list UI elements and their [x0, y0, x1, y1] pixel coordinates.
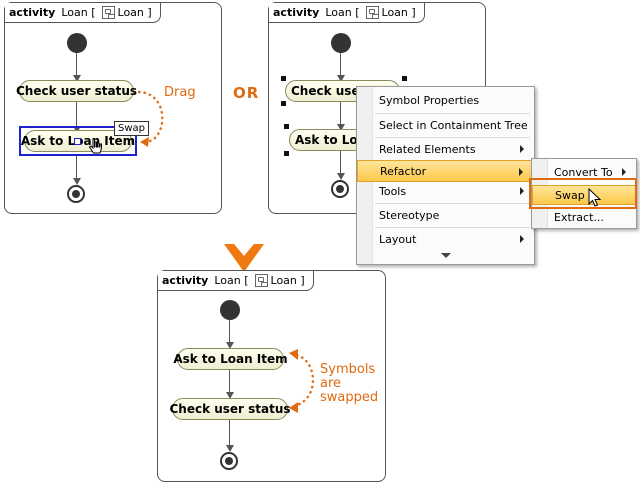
submenu-arrow-icon: [520, 235, 524, 243]
frame-keyword: activity: [162, 274, 209, 287]
flow-arrowhead: [337, 75, 345, 82]
context-menu: Symbol Properties Select in Containment …: [356, 86, 535, 265]
menu-separator: [375, 137, 530, 138]
activity-frame-before: activity Loan [ Loan ]: [4, 2, 222, 214]
action-check-user-status[interactable]: Check user status: [169, 398, 291, 420]
final-node[interactable]: [331, 180, 349, 198]
menu-item-extract[interactable]: Extract...: [532, 206, 636, 228]
initial-node[interactable]: [331, 33, 351, 53]
hand-cursor-icon: [88, 138, 104, 156]
menu-item-tools[interactable]: Tools: [357, 180, 534, 202]
action-label: Check user: [291, 84, 366, 98]
selection-handle[interactable]: [281, 101, 286, 106]
frame-diagram-name: Loan ]: [117, 6, 152, 19]
menu-separator: [375, 113, 530, 114]
swap-focus-highlight: [529, 178, 637, 209]
selection-box: [19, 126, 137, 156]
flow-line: [76, 102, 77, 128]
menu-item-label: Symbol Properties: [379, 93, 480, 107]
menu-item-label: Select in Containment Tree: [379, 118, 528, 132]
activity-diagram-icon: [101, 6, 115, 19]
submenu-arrow-icon: [520, 187, 524, 195]
menu-item-layout[interactable]: Layout: [357, 228, 534, 250]
flow-line: [76, 53, 77, 77]
menu-item-label: Extract...: [554, 210, 604, 224]
flow-line: [340, 53, 341, 77]
note-line: are: [320, 376, 342, 391]
menu-item-label: Swap: [555, 188, 585, 202]
flow-line: [229, 370, 230, 394]
menu-item-label: Refactor: [380, 164, 427, 178]
note-line: swapped: [320, 390, 379, 405]
flow-arrowhead: [73, 126, 81, 133]
selection-handle[interactable]: [284, 124, 289, 129]
menu-item-label: Tools: [379, 184, 407, 198]
flow-arrowhead: [337, 173, 345, 180]
frame-name: Loan [: [61, 6, 96, 19]
flow-line: [229, 420, 230, 447]
menu-item-stereotype[interactable]: Stereotype: [357, 204, 534, 226]
menu-item-label: Convert To: [554, 165, 613, 179]
flow-line: [76, 156, 77, 180]
menu-separator: [375, 203, 530, 204]
flow-arrowhead: [73, 75, 81, 82]
big-down-arrow-icon: [224, 244, 264, 272]
frame-name: Loan [: [325, 6, 360, 19]
flow-arrowhead: [226, 445, 234, 452]
initial-node[interactable]: [220, 300, 240, 320]
menu-item-refactor[interactable]: Refactor: [357, 160, 534, 182]
refactor-submenu: Convert To Swap Extract...: [531, 158, 637, 229]
or-label: OR: [233, 84, 260, 102]
menu-item-related-elements[interactable]: Related Elements: [357, 138, 534, 160]
activity-diagram-icon: [365, 6, 379, 19]
flow-arrowhead: [73, 178, 81, 185]
note-line: Symbols: [320, 362, 376, 377]
selection-handle[interactable]: [281, 76, 286, 81]
menu-scroll-down-icon[interactable]: [440, 253, 451, 258]
activity-frame-after: activity Loan [ Loan ]: [157, 270, 386, 482]
frame-name: Loan [: [214, 274, 249, 287]
flow-line: [229, 320, 230, 344]
action-check-user-status[interactable]: Check user status: [16, 80, 137, 102]
selection-handle[interactable]: [402, 76, 407, 81]
menu-separator: [375, 227, 530, 228]
action-ask-to-loan-item[interactable]: Ask to Loan Item: [173, 348, 288, 370]
selection-handle[interactable]: [284, 151, 289, 156]
menu-item-label: Related Elements: [379, 142, 476, 156]
final-node[interactable]: [220, 452, 238, 470]
flow-line: [340, 102, 341, 126]
menu-item-label: Layout: [379, 232, 417, 246]
submenu-arrow-icon: [622, 168, 626, 176]
flow-arrowhead: [226, 342, 234, 349]
symbols-swapped-note: Symbols are swapped: [320, 363, 378, 405]
action-label: Ask to Loa: [295, 133, 366, 147]
final-node[interactable]: [67, 185, 85, 203]
flow-arrowhead: [337, 124, 345, 131]
frame-header: activity Loan [ Loan ]: [158, 271, 314, 291]
drag-handle-icon[interactable]: [74, 138, 81, 145]
menu-item-symbol-properties[interactable]: Symbol Properties: [357, 89, 534, 111]
submenu-arrow-icon: [519, 168, 523, 176]
frame-header: activity Loan [ Loan ]: [269, 3, 425, 23]
menu-item-label: Stereotype: [379, 208, 440, 222]
swap-tooltip: Swap: [114, 121, 150, 136]
initial-node[interactable]: [67, 33, 87, 53]
menu-item-select-in-containment-tree[interactable]: Select in Containment Tree: [357, 114, 534, 136]
arrow-cursor-icon: [588, 187, 602, 208]
frame-keyword: activity: [9, 6, 56, 19]
frame-header: activity Loan [ Loan ]: [5, 3, 161, 23]
activity-diagram-icon: [254, 274, 268, 287]
flow-arrowhead: [226, 392, 234, 399]
frame-keyword: activity: [273, 6, 320, 19]
frame-diagram-name: Loan ]: [270, 274, 305, 287]
frame-diagram-name: Loan ]: [381, 6, 416, 19]
flow-line: [340, 151, 341, 175]
drag-label: Drag: [164, 85, 196, 100]
submenu-arrow-icon: [520, 145, 524, 153]
menu-item-convert-to[interactable]: Convert To: [532, 161, 636, 183]
menu-item-swap[interactable]: Swap: [532, 185, 636, 205]
